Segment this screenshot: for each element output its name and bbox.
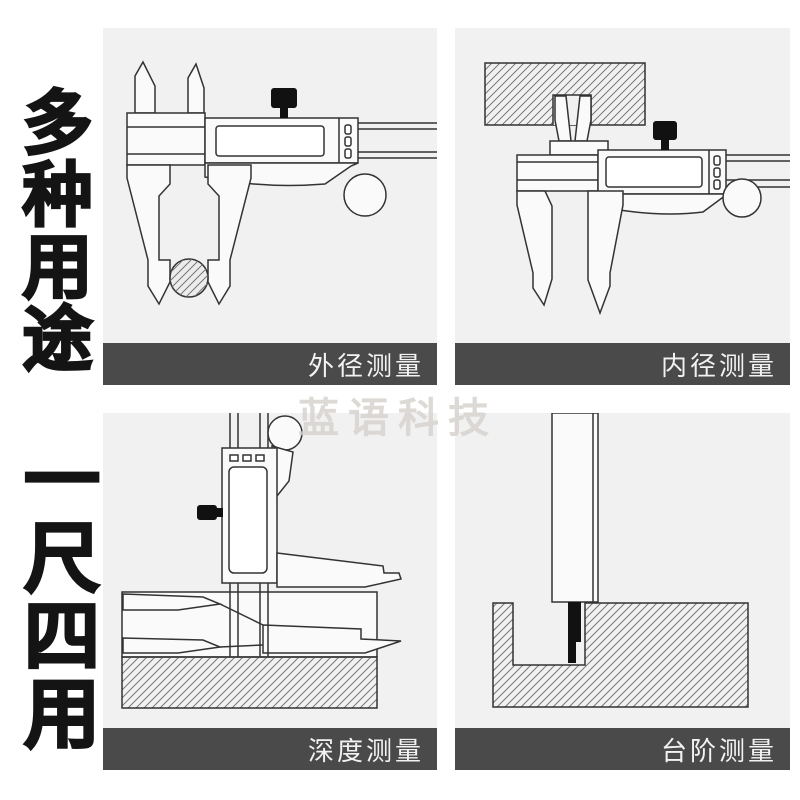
panel-label: 内径测量 [660, 350, 777, 381]
panel-label: 台阶测量 [660, 735, 777, 766]
caliper-inner-diameter-illustration [484, 62, 790, 316]
panel-label: 深度测量 [307, 735, 424, 766]
panel-label: 外径测量 [307, 350, 424, 381]
label-bar: 深度测量 [103, 728, 437, 770]
panel-depth: 深度测量 [103, 413, 437, 770]
caliper-outer-diameter-illustration [126, 60, 437, 306]
label-bar: 台阶测量 [455, 728, 790, 770]
panel-step: 台阶测量 [455, 413, 790, 770]
headline-one-ruler-four-uses: 一尺四用 [11, 439, 99, 754]
caliper-step-illustration [492, 413, 749, 708]
label-bar: 内径测量 [455, 343, 790, 385]
panel-inner-diameter: 内径测量 [455, 28, 790, 385]
caliper-depth-illustration [121, 413, 402, 709]
headline-multi-use: 多种用途 [12, 85, 93, 376]
label-bar: 外径测量 [103, 343, 437, 385]
panel-outer-diameter: 外径测量 [103, 28, 437, 385]
